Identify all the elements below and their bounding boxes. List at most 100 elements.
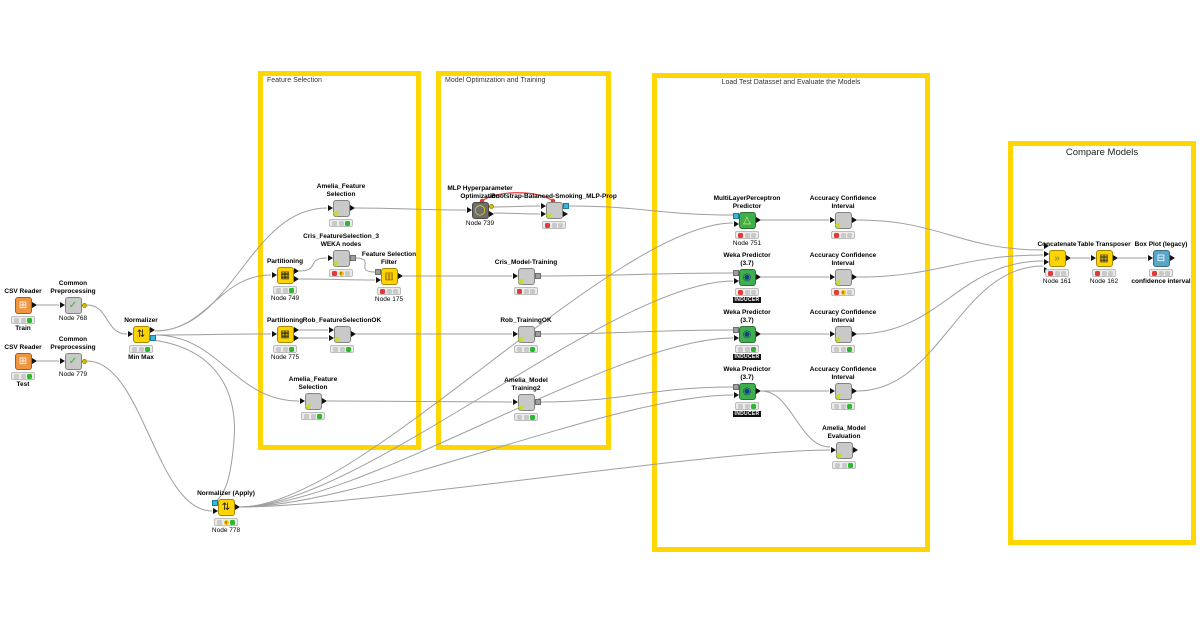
data-port-icon[interactable] — [540, 203, 546, 209]
connection[interactable] — [493, 205, 541, 208]
data-port-icon[interactable] — [293, 327, 299, 333]
object-port-icon[interactable] — [349, 255, 356, 261]
data-port-icon[interactable] — [540, 211, 546, 217]
node-accuracy-confidence-interval-2[interactable]: Accuracy Confidence Interval! — [788, 250, 898, 296]
connection[interactable] — [151, 339, 235, 504]
data-port-icon[interactable] — [1112, 255, 1118, 261]
data-port-icon[interactable] — [466, 207, 472, 213]
connection[interactable] — [539, 386, 734, 403]
connection[interactable] — [856, 254, 1044, 278]
data-port-icon[interactable] — [31, 358, 37, 364]
node-concatenate-161[interactable]: Concatenate»Node 161 — [1002, 231, 1112, 286]
data-port-icon[interactable] — [851, 274, 857, 280]
node-amelia-feature-selection-2[interactable]: Amelia_Feature Selection — [258, 374, 368, 420]
data-port-icon[interactable] — [293, 335, 299, 341]
connection[interactable] — [239, 337, 734, 508]
data-port-icon[interactable] — [59, 358, 65, 364]
data-port-icon[interactable] — [327, 205, 333, 211]
connection[interactable] — [239, 280, 734, 508]
data-port-icon[interactable] — [488, 210, 494, 217]
connection[interactable] — [539, 329, 734, 335]
node-rob-featureselectionok[interactable]: Rob_FeatureSelectionOK — [287, 307, 397, 353]
node-csv-reader-test[interactable]: CSV Reader⊞Test — [0, 334, 78, 389]
model-port-icon[interactable] — [732, 213, 739, 219]
data-port-icon[interactable] — [375, 277, 381, 283]
data-port-icon[interactable] — [349, 205, 355, 211]
connection[interactable] — [567, 205, 734, 216]
node-cris-featureselection-3-weka[interactable]: Cris_FeatureSelection_3 WEKA nodes! — [286, 231, 396, 277]
connection[interactable] — [856, 260, 1044, 335]
node-feature-selection-filter-175[interactable]: Feature Selection Filter▥Node 175 — [334, 249, 444, 303]
flow-variable-connection[interactable] — [481, 192, 554, 202]
data-port-icon[interactable] — [851, 217, 857, 223]
data-port-icon[interactable] — [31, 302, 37, 308]
node-cris-model-training[interactable]: Cris_Model-Training — [471, 249, 581, 295]
data-port-icon[interactable] — [1147, 255, 1153, 261]
data-port-icon[interactable] — [1169, 255, 1175, 261]
flowvar-port-icon[interactable] — [81, 358, 87, 364]
node-amelia-model-training2[interactable]: Amelia_Model Training2 — [471, 375, 581, 421]
data-port-icon[interactable] — [328, 335, 334, 341]
node-normalizer-apply[interactable]: Normalizer (Apply)⇅!Node 778 — [171, 480, 281, 535]
data-port-icon[interactable] — [299, 398, 305, 404]
data-port-icon[interactable] — [293, 276, 299, 282]
data-port-icon[interactable] — [512, 331, 518, 337]
data-port-icon[interactable] — [327, 255, 333, 261]
model-port-icon[interactable] — [149, 335, 156, 341]
data-port-icon[interactable] — [733, 392, 739, 398]
connection[interactable] — [856, 219, 1044, 251]
connection[interactable] — [86, 304, 128, 335]
node-rob-trainingok[interactable]: Rob_TrainingOK — [471, 307, 581, 353]
object-port-icon[interactable] — [534, 399, 541, 405]
data-port-icon[interactable] — [755, 388, 761, 394]
data-port-icon[interactable] — [1043, 243, 1049, 249]
data-port-icon[interactable] — [829, 331, 835, 337]
data-port-icon[interactable] — [328, 327, 334, 333]
data-port-icon[interactable] — [755, 331, 761, 337]
connection[interactable] — [154, 333, 272, 336]
data-port-icon[interactable] — [733, 278, 739, 284]
data-port-icon[interactable] — [212, 508, 218, 514]
connection[interactable] — [326, 400, 513, 403]
data-port-icon[interactable] — [350, 331, 356, 337]
node-csv-reader-train[interactable]: CSV Reader⊞Train — [0, 278, 78, 333]
node-weka-predictor-2[interactable]: Weka Predictor (3.7)◉INDUCER — [692, 307, 802, 360]
data-port-icon[interactable] — [512, 399, 518, 405]
data-port-icon[interactable] — [1090, 255, 1096, 261]
data-port-icon[interactable] — [829, 274, 835, 280]
data-port-icon[interactable] — [293, 268, 299, 274]
object-port-icon[interactable] — [732, 384, 739, 390]
node-partitioning-775[interactable]: Partitioning▦Node 775 — [230, 307, 340, 362]
annotation-feature-selection[interactable]: Feature Selection — [258, 71, 421, 450]
data-port-icon[interactable] — [149, 327, 155, 333]
node-multilayerperceptron-predictor-751[interactable]: MultiLayerPerceptron Predictor△Node 751 — [692, 193, 802, 247]
connection[interactable] — [354, 207, 467, 211]
connection[interactable] — [354, 257, 376, 273]
node-accuracy-confidence-interval-1[interactable]: Accuracy Confidence Interval — [788, 193, 898, 239]
flowvar-port-icon[interactable] — [488, 203, 494, 209]
data-port-icon[interactable] — [851, 331, 857, 337]
node-normalizer[interactable]: Normalizer⇅Min Max — [86, 307, 196, 362]
data-port-icon[interactable] — [755, 274, 761, 280]
connection[interactable] — [760, 390, 831, 448]
data-port-icon[interactable] — [829, 388, 835, 394]
connection[interactable] — [154, 334, 300, 402]
data-port-icon[interactable] — [1043, 251, 1049, 257]
connection[interactable] — [239, 394, 734, 508]
node-common-preprocessing-779[interactable]: Common Preprocessing✓Node 779 — [18, 334, 128, 378]
data-port-icon[interactable] — [733, 221, 739, 227]
node-box-plot-legacy[interactable]: Box Plot (legacy)⊟confidence interval — [1106, 231, 1200, 286]
connection[interactable] — [298, 278, 376, 281]
data-port-icon[interactable] — [851, 388, 857, 394]
data-port-icon[interactable] — [733, 335, 739, 341]
object-port-icon[interactable] — [374, 269, 381, 275]
connection[interactable] — [298, 257, 328, 272]
data-port-icon[interactable] — [829, 217, 835, 223]
node-common-preprocessing-768[interactable]: Common Preprocessing✓Node 768 — [18, 278, 128, 322]
model-port-icon[interactable] — [562, 203, 569, 209]
node-partitioning-749[interactable]: Partitioning▦Node 749 — [230, 248, 340, 303]
connection[interactable] — [154, 274, 272, 332]
node-mlp-hyperparameter-optimization-739[interactable]: MLP Hyperparameter Optimization◯Node 739 — [425, 183, 535, 227]
flowvar-port-icon[interactable] — [81, 302, 87, 308]
